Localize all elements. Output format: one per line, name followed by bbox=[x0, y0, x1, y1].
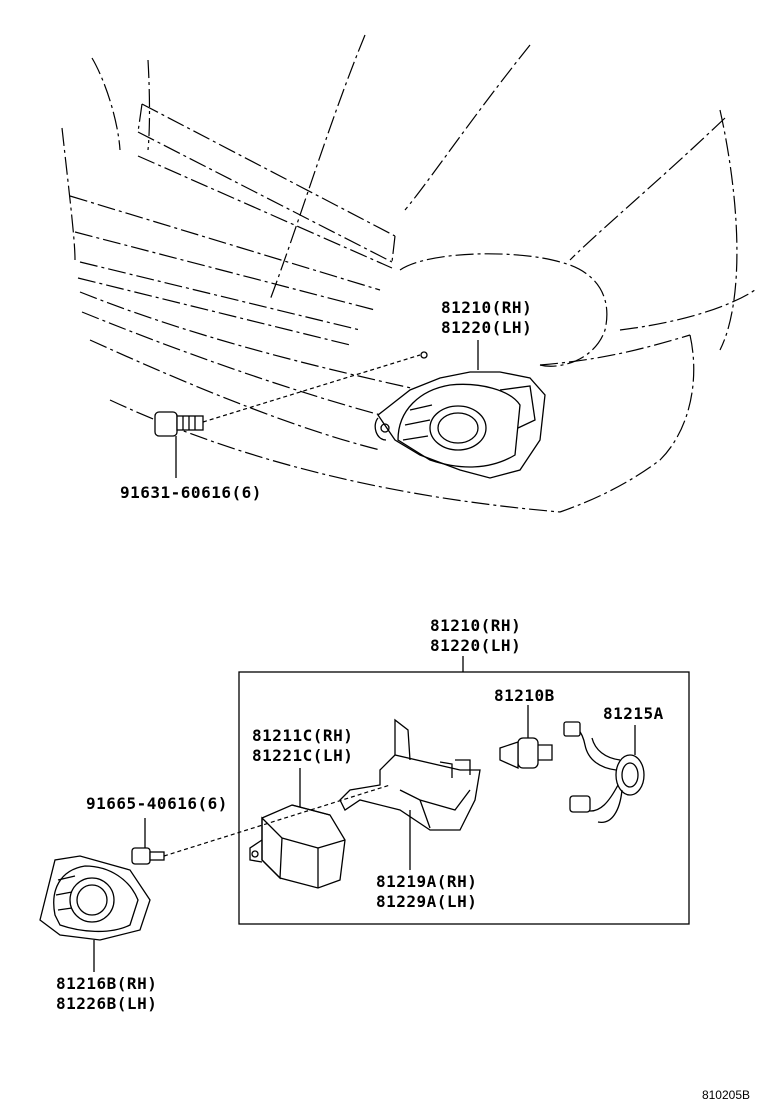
part-number: 81229A(LH) bbox=[376, 892, 478, 911]
assembly-box bbox=[238, 671, 690, 925]
part-number: 81216B(RH) bbox=[56, 974, 158, 993]
screw bbox=[131, 784, 391, 865]
part-number: 81210(RH) bbox=[441, 298, 533, 317]
part-number: 81210(RH) bbox=[430, 616, 522, 635]
callout-bracket: 81219A(RH) 81229A(LH) bbox=[376, 872, 477, 912]
lamp-cover bbox=[39, 855, 151, 972]
part-number: 91665-40616(6) bbox=[86, 794, 228, 813]
part-number: 81226B(LH) bbox=[56, 994, 158, 1013]
part-number: 81215A bbox=[603, 704, 664, 723]
part-number: 91631-60616(6) bbox=[120, 483, 262, 502]
lamp-unit bbox=[249, 768, 346, 889]
callout-top-assembly: 81210(RH) 81220(LH) bbox=[441, 298, 532, 338]
part-number: 81219A(RH) bbox=[376, 872, 478, 891]
bracket bbox=[339, 718, 481, 870]
part-number: 81221C(LH) bbox=[252, 746, 354, 765]
part-number: 81220(LH) bbox=[430, 636, 522, 655]
top-bolt bbox=[154, 351, 428, 478]
callout-cover: 81216B(RH) 81226B(LH) bbox=[56, 974, 157, 1014]
socket-harness bbox=[563, 721, 645, 823]
diagram-code: 810205B bbox=[701, 1088, 750, 1102]
callout-box-assembly: 81210(RH) 81220(LH) bbox=[430, 616, 521, 656]
part-number: 81211C(RH) bbox=[252, 726, 354, 745]
part-number: 81220(LH) bbox=[441, 318, 533, 337]
bulb bbox=[499, 705, 553, 770]
callout-socket: 81215A bbox=[603, 704, 664, 724]
callout-screw: 91665-40616(6) bbox=[86, 794, 228, 814]
callout-bulb: 81210B bbox=[494, 686, 555, 706]
callout-lamp-unit: 81211C(RH) 81221C(LH) bbox=[252, 726, 353, 766]
top-fog-lamp-assembly bbox=[374, 340, 546, 479]
part-number: 81210B bbox=[494, 686, 555, 705]
callout-top-bolt: 91631-60616(6) bbox=[120, 483, 262, 503]
